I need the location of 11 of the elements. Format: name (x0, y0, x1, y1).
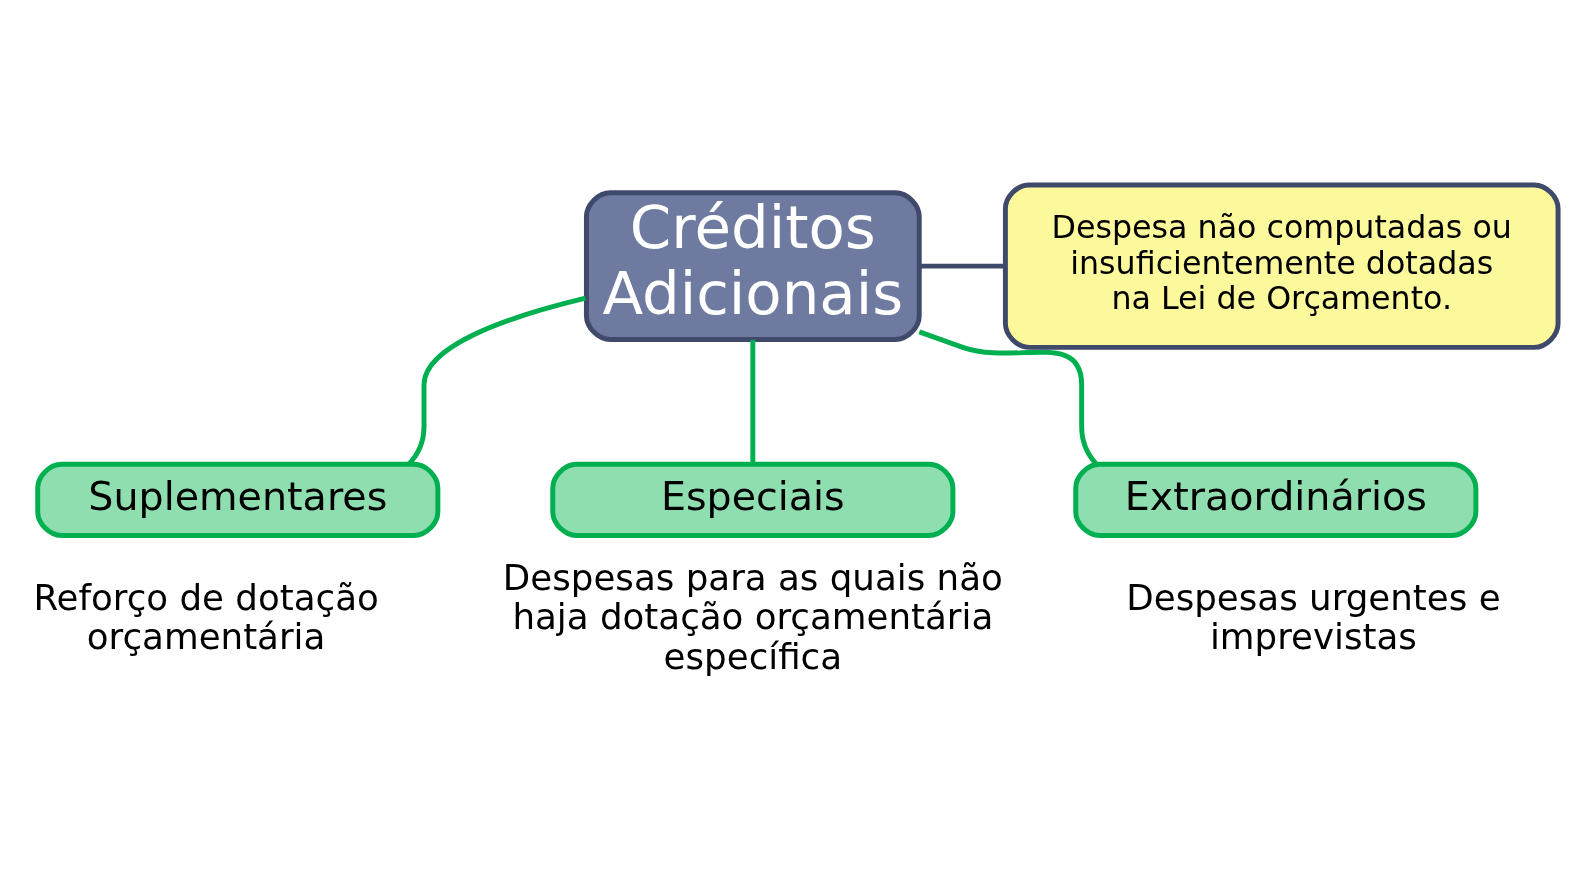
node-box: Especiais (550, 461, 956, 539)
connector (750, 339, 756, 464)
node-box: Suplementares (35, 461, 441, 539)
connector (919, 263, 1006, 269)
node-box: Créditos Adicionais (583, 190, 922, 342)
node-box: Despesa não computadas ou insuficientemente dotadas na Lei de Orçamento. (1002, 182, 1561, 350)
node-label: Despesas para as quais não haja dotação orçamentária específica (502, 556, 1003, 678)
node-label: Despesas urgentes e imprevistas (1126, 576, 1501, 658)
connector (918, 329, 1099, 466)
node-box: Extraordinários (1073, 461, 1479, 539)
node-label: Reforço de dotação orçamentária (33, 576, 379, 658)
